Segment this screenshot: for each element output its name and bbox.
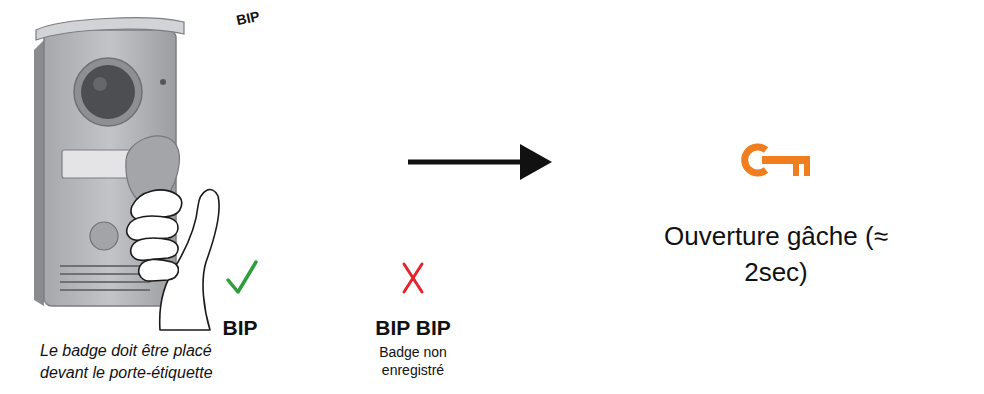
station-hood bbox=[36, 18, 184, 40]
arrow-head bbox=[520, 144, 552, 180]
led-dot bbox=[160, 79, 166, 85]
camera-ring bbox=[74, 58, 142, 126]
check-mark bbox=[228, 262, 256, 292]
camera-lens bbox=[81, 65, 135, 119]
speaker-grille bbox=[60, 266, 150, 290]
lens-glint bbox=[93, 77, 107, 91]
error-note: Badge non enregistré bbox=[368, 343, 458, 379]
flow-arrow bbox=[408, 160, 528, 165]
key-icon bbox=[745, 147, 810, 176]
placement-note: Le badge doit être placé devant le porte… bbox=[40, 340, 255, 384]
cross-mark bbox=[404, 264, 422, 292]
error-beep: BIP BIP bbox=[353, 316, 473, 340]
hand bbox=[127, 190, 219, 330]
strike-opening: Ouverture gâche (≈ 2sec) bbox=[664, 218, 889, 290]
success-beep: BIP bbox=[200, 316, 280, 340]
station-side bbox=[34, 40, 44, 306]
call-button bbox=[90, 222, 118, 250]
sound-label: BIP bbox=[222, 5, 274, 31]
